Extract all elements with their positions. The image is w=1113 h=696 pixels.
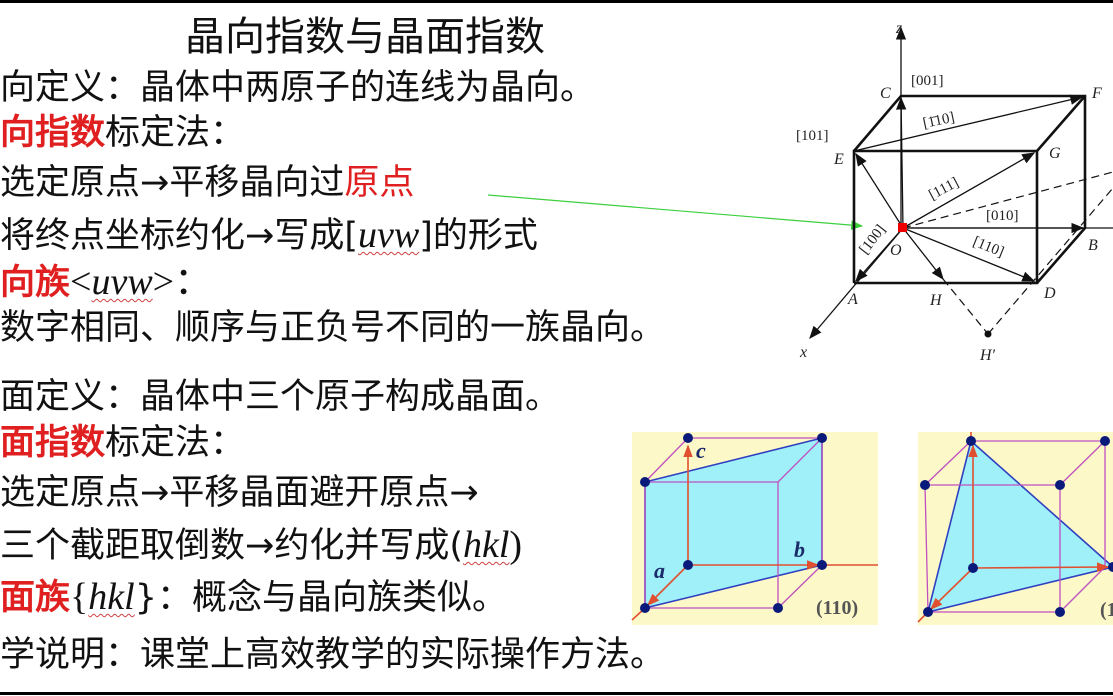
point-label-h-prime: H′ (979, 347, 996, 364)
plane-figure-111: (1 (917, 432, 1113, 625)
text-line-direction-family: 向族<uvw>： (0, 262, 212, 303)
axis-label-c: c (696, 438, 706, 463)
text: >： (152, 261, 213, 303)
point-label-e: E (833, 151, 844, 168)
text-line-step2: 将终点坐标约化→写成[uvw]的形式 (0, 215, 538, 256)
direction-label-001: [001] (911, 73, 944, 89)
point-label-f: F (1091, 85, 1102, 102)
text-line-plane-step2: 三个截距取倒数→约化并写成(hkl) (0, 525, 522, 566)
text-line-plane-definition: 面定义：晶体中三个原子构成晶面。 (0, 377, 561, 417)
plane-caption-110: (110) (816, 597, 858, 619)
top-border (0, 0, 1113, 3)
text: 标定法： (105, 423, 246, 463)
direction-label-101: [101] (796, 128, 829, 144)
point-label-g: G (1049, 145, 1061, 162)
text-line-direction-index-method: 向指数标定法： (0, 113, 245, 153)
point-label-c: C (880, 85, 891, 102)
point-label-a: A (847, 291, 858, 308)
pointer-arrow (487, 194, 864, 230)
text: 选定原点→平移晶向过 (0, 163, 345, 203)
direction-label-m110: [1̄10] (922, 110, 957, 132)
text-line-plane-family: 面族{hkl}：概念与晶向族类似。 (0, 577, 507, 618)
highlight: 向指数 (0, 113, 106, 153)
direction-label-010: [010] (986, 208, 1019, 224)
text-line-plane-index-method: 面指数标定法： (0, 423, 245, 463)
plane-figure-110: c b a (110) (631, 432, 878, 625)
highlight: 面族 (0, 578, 71, 618)
point-label-h: H (929, 292, 943, 309)
axis-label-a: a (654, 558, 665, 583)
text: < (70, 261, 92, 303)
text-line-teaching-note: 学说明：课堂上高效教学的实际操作方法。 (0, 635, 666, 675)
point-h-prime (984, 330, 992, 338)
text-line-step1: 选定原点→平移晶向过原点 (0, 163, 414, 203)
text-line-plane-step1: 选定原点→平移晶面避开原点→ (0, 473, 479, 513)
math-hkl: hkl (88, 576, 135, 618)
highlight: 面指数 (0, 423, 106, 463)
bottom-border (0, 692, 1113, 695)
dashed-line (942, 278, 989, 335)
direction-label-110: [110] (971, 234, 1007, 261)
text-line-family-desc: 数字相同、顺序与正负号不同的一族晶向。 (0, 308, 666, 348)
dashed-line (902, 171, 1113, 229)
axis-label-z: z (895, 20, 903, 37)
point-label-d: D (1043, 285, 1056, 302)
cube-labels: z x C F E G O B A H D H′ [001] [101] [1̄… (796, 20, 1102, 364)
dashed-line (987, 187, 1113, 335)
point-label-o: O (890, 242, 902, 259)
text-line-direction-definition: 向定义：晶体中两原子的连线为晶向。 (0, 68, 596, 108)
slide-title: 晶向指数与晶面指数 (185, 14, 545, 60)
highlight: 向族 (0, 263, 71, 303)
direction-label-111: [111] (926, 175, 961, 204)
axis-label-b: b (794, 537, 805, 562)
math-uvw: uvw (91, 261, 153, 303)
axis-label-x: x (799, 344, 807, 361)
math-uvw: uvw (357, 214, 420, 256)
text: 三个截距取倒数→约化并写成( (0, 526, 463, 566)
highlight-origin: 原点 (344, 163, 415, 203)
text: ]的形式 (419, 216, 538, 256)
text: ) (509, 524, 523, 566)
text: 将终点坐标约化→写成[ (0, 216, 358, 256)
plane-caption-111: (1 (1100, 599, 1113, 621)
point-label-b: B (1088, 237, 1098, 254)
text: }：概念与晶向族类似。 (134, 578, 507, 618)
math-hkl: hkl (462, 524, 510, 566)
crystal-direction-cube (809, 26, 1113, 339)
text: 标定法： (105, 113, 246, 153)
text: { (70, 576, 89, 618)
direction-label-100: [100] (857, 222, 890, 257)
origin-marker (898, 223, 907, 232)
